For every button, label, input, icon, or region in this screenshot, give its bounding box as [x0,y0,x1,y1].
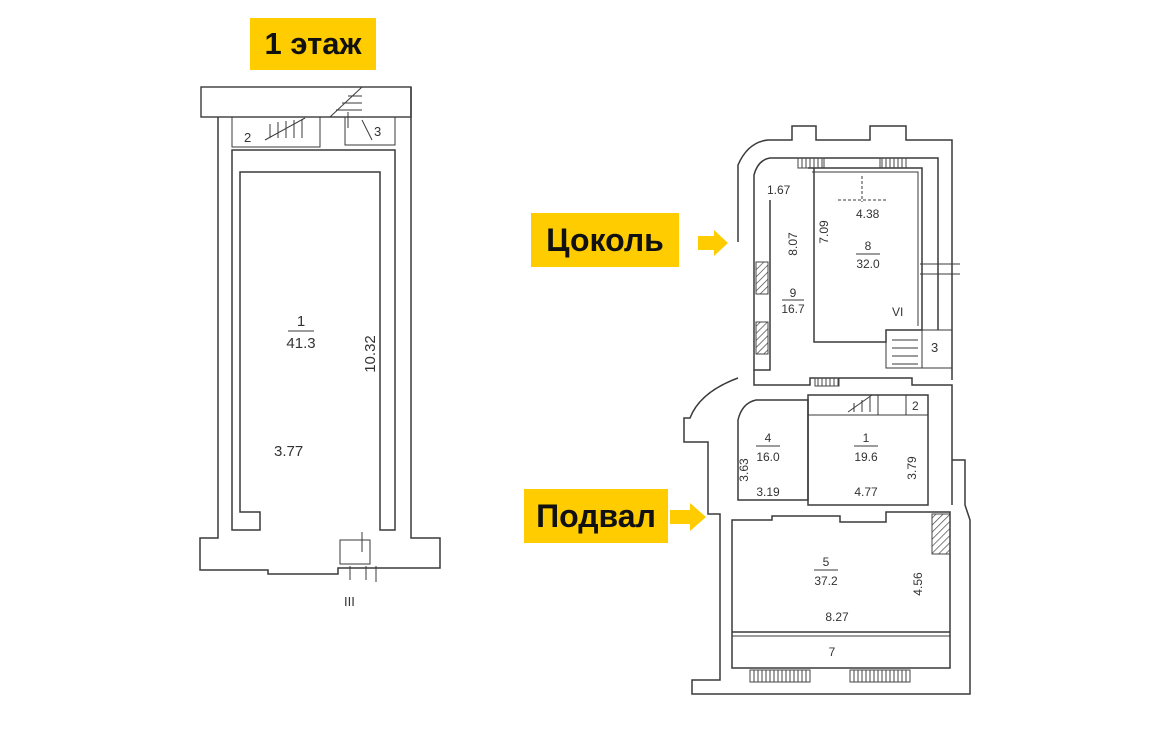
tsokol-room-8-area: 32.0 [856,257,880,271]
podval-room-4-number: 4 [765,431,772,445]
tsokol-entrance-mark: VI [892,305,903,319]
floor1-room-1-area: 41.3 [286,335,315,352]
label-tsokol: Цоколь [531,213,679,267]
plan-podval: 4 16.0 3.63 3.19 1 19.6 3.79 4.77 2 5 37… [683,370,971,695]
plan-floor-1: 2 3 1 41.3 10.32 3.77 III [199,86,441,609]
label-floor-1: 1 этаж [250,18,376,70]
podval-room-4-length: 3.63 [737,458,751,482]
tsokol-room-9-number: 9 [790,286,797,300]
plan-tsokol: 1.67 4.38 8 32.0 8.07 7.09 9 16.7 VI 3 [737,125,960,380]
podval-room-1-area: 19.6 [854,450,878,464]
tsokol-room-3-number: 3 [931,340,938,355]
floor1-entrance-mark: III [344,594,355,609]
podval-room-1-width: 4.77 [854,485,878,499]
tsokol-room-8-width: 4.38 [856,207,880,221]
stair-floor-1 [264,86,373,141]
podval-room-4-width: 3.19 [756,485,780,499]
arrow-right-icon [670,503,706,531]
floor1-room-1-width: 3.77 [274,443,303,460]
tsokol-room-9-area: 16.7 [781,302,805,316]
tsokol-room-9-length: 8.07 [786,232,800,256]
podval-room-7-number: 7 [829,645,836,659]
floor1-room-2-number: 2 [244,130,251,145]
podval-room-1-number: 1 [863,431,870,445]
podval-room-5-area: 37.2 [814,574,838,588]
arrow-right-icon [698,230,728,256]
podval-room-5-length: 4.56 [911,572,925,596]
floor1-room-1-length: 10.32 [362,335,379,373]
floor1-room-3-number: 3 [374,124,381,139]
podval-room-1-length: 3.79 [905,456,919,480]
tsokol-room-9-width: 1.67 [767,183,791,197]
podval-room-4-area: 16.0 [756,450,780,464]
label-podval: Подвал [524,489,668,543]
floor1-room-1-number: 1 [297,313,305,330]
tsokol-room-8-number: 8 [865,239,872,253]
podval-room-5-width: 8.27 [825,610,849,624]
podval-room-2-number: 2 [912,399,919,413]
podval-room-5-number: 5 [823,555,830,569]
tsokol-room-8-length: 7.09 [817,220,831,244]
